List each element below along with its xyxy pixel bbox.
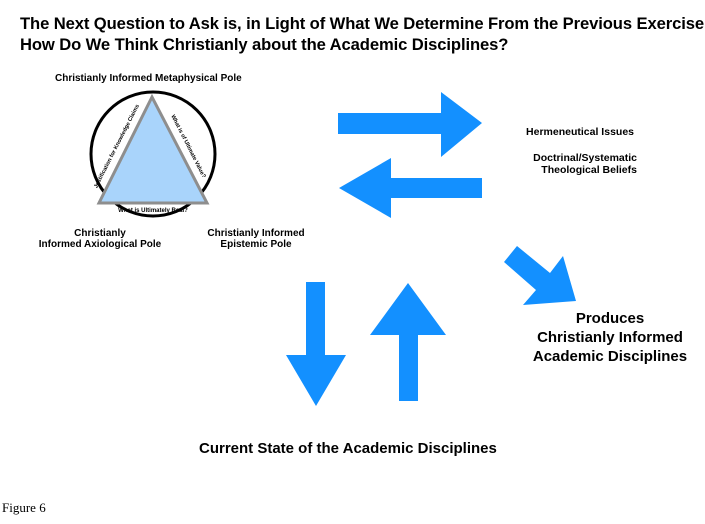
epistemic-line-1: Christianly Informed xyxy=(207,228,305,239)
axiological-line-2: Informed Axiological Pole xyxy=(38,239,162,250)
diagonal-arrow xyxy=(504,246,576,305)
produces-label: Produces Christianly Informed Academic D… xyxy=(520,309,700,366)
current-state-label: Current State of the Academic Discipline… xyxy=(199,440,497,457)
title-line-2: How Do We Think Christianly about the Ac… xyxy=(20,35,509,54)
right-arrow xyxy=(338,92,482,157)
epistemic-pole-label: Christianly Informed Epistemic Pole xyxy=(196,228,316,250)
hermeneutical-issues-label: Hermeneutical Issues xyxy=(526,126,634,138)
produces-line-1: Produces xyxy=(575,310,645,327)
left-arrow xyxy=(339,158,482,218)
up-arrow xyxy=(370,283,446,401)
produces-line-2: Christianly Informed xyxy=(537,329,683,346)
figure-caption: Figure 6 xyxy=(2,500,46,515)
doctrinal-line-2: Theological Beliefs xyxy=(541,164,637,176)
doctrinal-beliefs-label: Doctrinal/Systematic Theological Beliefs xyxy=(520,152,637,176)
triangle xyxy=(96,93,210,205)
base-side-label: What is Ultimately Real? xyxy=(118,208,188,214)
axiological-pole-label: Christianly Informed Axiological Pole xyxy=(20,228,180,250)
produces-line-3: Academic Disciplines xyxy=(532,348,688,365)
title-line-1: The Next Question to Ask is, in Light of… xyxy=(20,14,705,33)
axiological-line-1: Christianly xyxy=(74,228,126,239)
epistemic-line-2: Epistemic Pole xyxy=(220,239,292,250)
down-arrow xyxy=(286,282,346,406)
doctrinal-line-1: Doctrinal/Systematic xyxy=(533,152,637,164)
metaphysical-pole-label: Christianly Informed Metaphysical Pole xyxy=(55,73,242,84)
